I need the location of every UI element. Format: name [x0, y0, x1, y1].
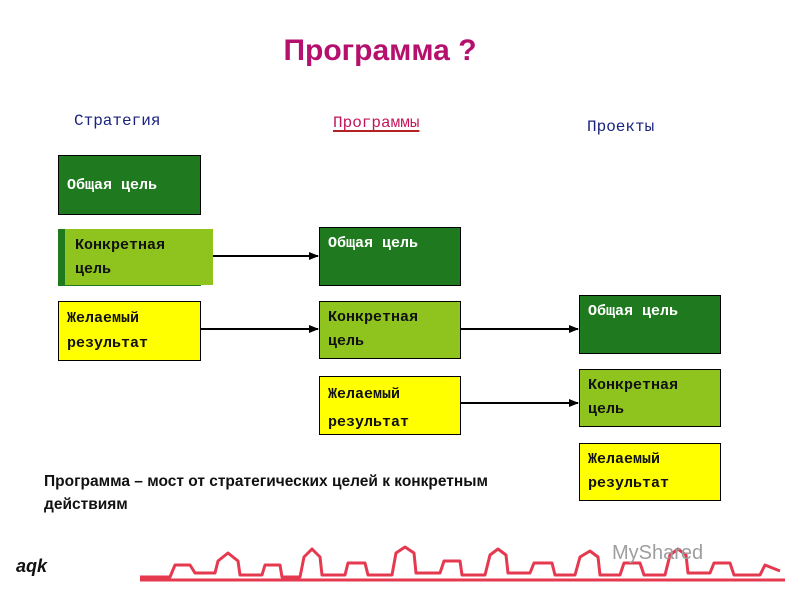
program-desired-result-box: Желаемый результат — [319, 376, 461, 435]
column-header-programs: Программы — [333, 114, 420, 132]
project-concrete-goal-box: Конкретная цель — [579, 369, 721, 427]
decorative-skyline — [140, 545, 785, 582]
aqk-logo: aqk — [16, 556, 48, 576]
program-general-goal-box: Общая цель — [319, 227, 461, 286]
page-title: Программа ? — [283, 34, 477, 67]
column-header-projects: Проекты — [587, 118, 655, 136]
bridge-note: Программа – мост от стратегических целей… — [44, 473, 488, 513]
strategy-concrete-goal-box: Конкретная цель — [65, 229, 213, 285]
column-header-strategy: Стратегия — [74, 112, 161, 130]
skyline-outline — [140, 545, 781, 579]
strategy-desired-result-box: Желаемый результат — [58, 301, 201, 361]
project-general-goal-box: Общая цель — [579, 295, 721, 354]
program-concrete-goal-box: Конкретная цель — [319, 301, 461, 359]
project-desired-result-box: Желаемый результат — [579, 443, 721, 501]
myshared-watermark: MyShared — [612, 542, 704, 564]
strategy-general-goal-box: Общая цель — [58, 155, 201, 215]
